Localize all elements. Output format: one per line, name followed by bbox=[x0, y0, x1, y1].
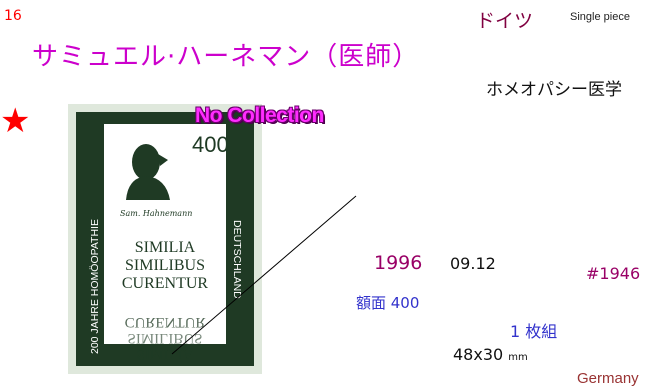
stamp-left-text: 200 JAHRE HOMÖOPATHIE bbox=[89, 219, 101, 354]
no-collection-watermark: No Collection bbox=[195, 104, 324, 127]
stamp-motto-reflection-1: CURENTUR bbox=[125, 314, 206, 330]
set-count: 1 枚組 bbox=[510, 322, 558, 341]
page-number: 16 bbox=[4, 8, 22, 24]
single-piece-label: Single piece bbox=[570, 11, 630, 23]
page-title: サミュエル·ハーネマン（医師） bbox=[32, 42, 420, 72]
stamp-size-unit: mm bbox=[508, 352, 528, 363]
issue-date: 09.12 bbox=[450, 254, 496, 273]
stamp-motto-reflection-2: SIMILIBUS bbox=[127, 330, 202, 346]
stamp-right-text: DEUTSCHLAND bbox=[231, 220, 243, 299]
stamp-size-value: 48x30 bbox=[453, 345, 504, 364]
stamp-motto-reflection: CURENTUR SIMILIBUS SIMILIA bbox=[125, 314, 206, 362]
face-value-label: 額面 400 bbox=[356, 294, 420, 312]
star-icon: ★ bbox=[0, 101, 31, 141]
portrait-silhouette bbox=[126, 144, 170, 200]
stamp-motto-line-1: SIMILIA bbox=[135, 239, 196, 256]
stamp-motto-line-3: CURENTUR bbox=[122, 275, 209, 292]
catalog-number: #1946 bbox=[586, 264, 641, 283]
stamp-image: 400 Sam. Hahnemann SIMILIA SIMILIBUS CUR… bbox=[68, 104, 262, 374]
stamp-motto-reflection-3: SIMILIA bbox=[137, 346, 194, 362]
issue-year: 1996 bbox=[374, 252, 423, 274]
stamp-signature: Sam. Hahnemann bbox=[120, 209, 192, 218]
stamp-size: 48x30 mm bbox=[453, 345, 528, 364]
country-name-japanese: ドイツ bbox=[476, 10, 534, 32]
country-name-english: Germany bbox=[577, 370, 639, 387]
stamp-value: 400 bbox=[192, 132, 229, 157]
stamp-motto-line-2: SIMILIBUS bbox=[125, 257, 205, 274]
subject-label: ホメオパシー医学 bbox=[486, 80, 622, 100]
